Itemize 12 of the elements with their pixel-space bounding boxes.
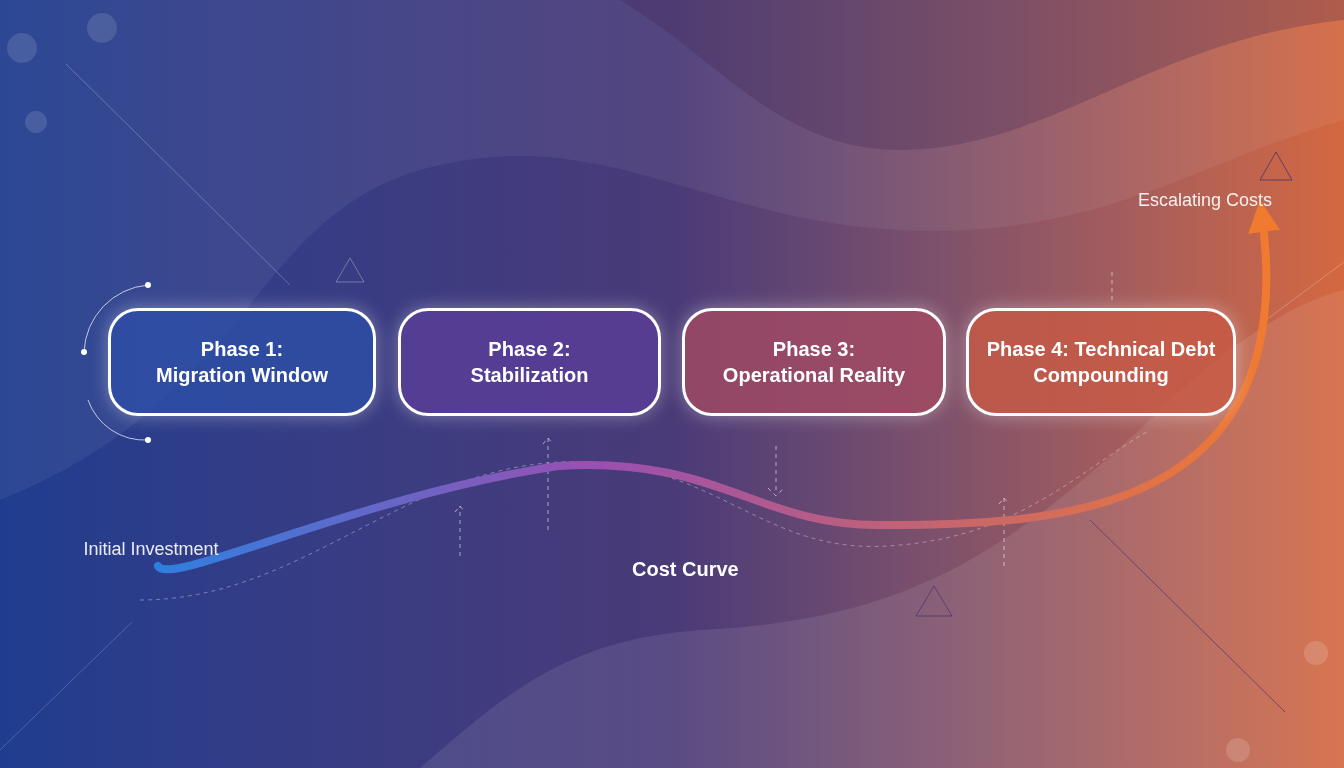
phase-title: Phase 2: Stabilization — [469, 337, 590, 388]
curve-caption: Cost Curve — [632, 557, 739, 582]
phase-title: Phase 3: Operational Reality — [721, 337, 907, 388]
cost-curve-arrow — [154, 200, 1279, 574]
phase-title: Phase 4: Technical Debt Compounding — [985, 337, 1217, 388]
phase-box — [398, 308, 661, 416]
phase-title: Phase 1: Migration Window — [156, 337, 328, 388]
phase-box — [966, 308, 1236, 416]
phase-box — [108, 308, 376, 416]
curve-endpoint-label: Initial Investment — [83, 537, 219, 561]
curve-endpoint-label: Escalating Costs — [1137, 188, 1273, 212]
phase-box — [682, 308, 946, 416]
